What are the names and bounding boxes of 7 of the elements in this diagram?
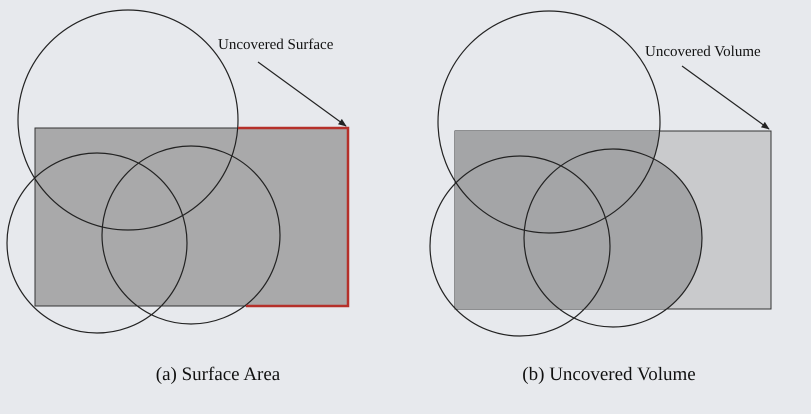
figure-caption: (b) Uncovered Volume: [522, 364, 696, 386]
uncovered-surface-outline: [238, 126, 350, 308]
leader-arrow: [258, 62, 347, 126]
leader-arrow: [682, 66, 770, 130]
figure-caption: (a) Surface Area: [156, 364, 280, 386]
callout-label: Uncovered Surface: [218, 36, 334, 54]
callout-label: Uncovered Volume: [645, 43, 761, 61]
